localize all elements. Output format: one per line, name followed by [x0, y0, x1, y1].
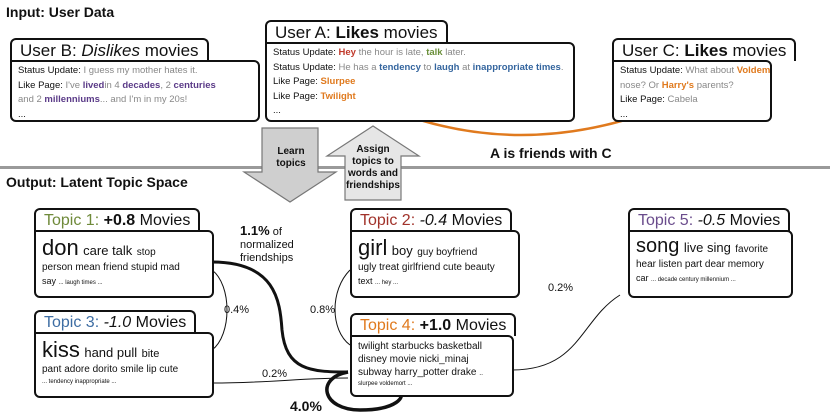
user-b-more: ... — [18, 108, 26, 120]
learn-topics-arrow — [241, 127, 339, 203]
topic-4-words-1: twilight starbucks basketball — [358, 341, 482, 352]
user-c-status-2: nose? Or Harry's parents? — [620, 79, 734, 91]
user-b-title: User B: Dislikes movies — [10, 38, 209, 61]
output-section-title: Output: Latent Topic Space — [6, 174, 188, 190]
normalized-friendships-note: 1.1% of normalized friendships — [240, 223, 294, 264]
user-b-card: Status Update: I guess my mother hates i… — [10, 60, 260, 122]
topic-5-card: song live sing favorite hear listen part… — [628, 230, 793, 298]
topic-2-title: Topic 2: -0.4 Movies — [350, 208, 513, 231]
topic-5-title: Topic 5: -0.5 Movies — [628, 208, 791, 231]
assign-topics-label: Assign topics to words and friendships — [346, 144, 400, 191]
input-section-title: Input: User Data — [6, 4, 115, 20]
topic-2-words-3: text ... hey ... — [358, 276, 399, 286]
user-a-like-1: Like Page: Slurpee — [273, 76, 356, 87]
user-a-more: ... — [273, 105, 281, 116]
edge-topic2-topic4-label: 0.8% — [310, 304, 336, 316]
friendship-arc — [419, 118, 626, 137]
topic-2-words-1: girl boy guy boyfriend — [358, 235, 478, 260]
user-c-like: Like Page: Cabela — [620, 94, 698, 105]
topic-1-card: don care talk stop person mean friend st… — [34, 230, 214, 298]
user-b-like-line-2: and 2 millenniums... and I'm in my 20s! — [18, 94, 188, 105]
edge-topic2-topic4 — [334, 269, 351, 346]
topic-3-words-1: kiss hand pull bite — [42, 337, 160, 362]
topic-1-words-1: don care talk stop — [42, 235, 156, 260]
assign-topics-arrow — [324, 125, 422, 201]
topic-4-words-4: slurpee voldemort ... — [358, 381, 413, 387]
friendship-label: A is friends with C — [490, 145, 612, 161]
topic-1-words-2: person mean friend stupid mad — [42, 262, 180, 273]
topic-5-words-3: car ... decade century millennium ... — [636, 273, 736, 283]
user-b-status: Status Update: I guess my mother hates i… — [18, 65, 198, 76]
topic-3-words-2: pant adore dorito smile lip cute — [42, 364, 179, 375]
topic-5-words-1: song live sing favorite — [636, 235, 769, 257]
topic-2-card: girl boy guy boyfriend ugly treat girlfr… — [350, 230, 520, 298]
user-a-status-1: Status Update: Hey the hour is late, tal… — [273, 47, 466, 58]
topic-1-title: Topic 1: +0.8 Movies — [34, 208, 201, 231]
edge-topic4-self-label: 4.0% — [290, 398, 322, 414]
topic-5-words-2: hear listen part dear memory — [636, 259, 764, 270]
topic-3-title: Topic 3: -1.0 Movies — [34, 310, 197, 333]
topic-4-words-2: disney movie nicki_minaj — [358, 354, 469, 365]
edge-topic1-topic3 — [211, 269, 228, 351]
edge-topic1-topic3-label: 0.4% — [224, 304, 250, 316]
topic-1-words-3: say ... laugh times ... — [42, 276, 103, 286]
edge-topic1-topic4 — [211, 260, 349, 374]
user-c-card: Status Update: What about Voldemort's no… — [612, 60, 772, 122]
user-a-like-2: Like Page: Twilight — [273, 90, 356, 102]
learn-topics-label: Learn topics — [276, 146, 306, 169]
user-a-status-2: Status Update: He has a tendency to laug… — [273, 61, 564, 73]
topic-4-title: Topic 4: +1.0 Movies — [350, 313, 517, 336]
user-a-title: User A: Likes movies — [265, 20, 448, 43]
topic-2-words-2: ugly treat girlfriend cute beauty — [358, 262, 495, 273]
topic-3-words-3: ... tendency inappropriate ... — [42, 379, 117, 385]
user-c-title: User C: Likes movies — [612, 38, 797, 61]
edge-topic4-topic5 — [511, 294, 621, 371]
user-b-like-line-1: Like Page: I've livedin 4 decades, 2 cen… — [18, 79, 216, 91]
topic-4-words-3: subway harry_potter drake .. — [358, 367, 484, 378]
user-c-more: ... — [620, 108, 628, 120]
user-a-card: Status Update: Hey the hour is late, tal… — [265, 42, 575, 122]
edge-topic4-topic5-label: 0.2% — [548, 282, 574, 294]
edge-topic3-topic4-label: 0.2% — [262, 368, 288, 380]
section-divider — [0, 166, 830, 169]
user-c-status-1: Status Update: What about Voldemort's — [620, 65, 771, 76]
edge-topic4-self — [325, 370, 404, 412]
topic-3-card: kiss hand pull bite pant adore dorito sm… — [34, 332, 214, 398]
topic-4-card: twilight starbucks basketball disney mov… — [350, 335, 514, 397]
